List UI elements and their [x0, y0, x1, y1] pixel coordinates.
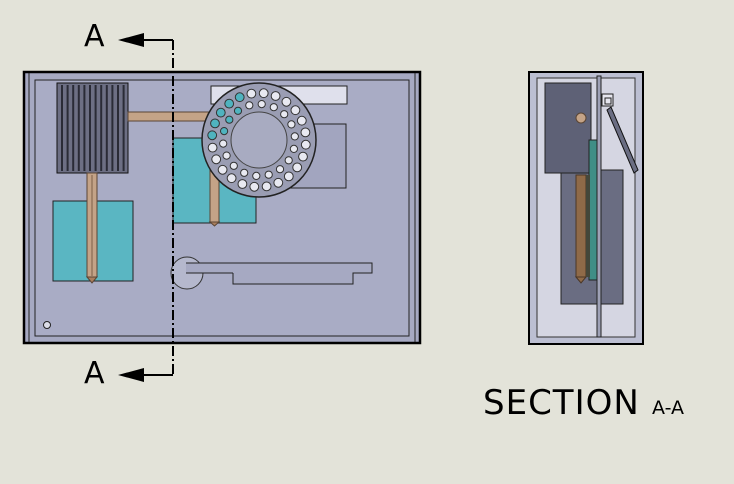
- carousel-outer-hole: [211, 154, 222, 165]
- carousel-outer-hole: [226, 173, 237, 184]
- section-bracket: [601, 93, 614, 107]
- carousel-inner-hole: [275, 165, 285, 174]
- carousel-outer-hole: [261, 181, 272, 192]
- section-title: SECTION: [483, 383, 640, 423]
- carousel-outer-hole: [300, 139, 311, 150]
- carousel-outer-hole: [234, 92, 245, 103]
- carousel-outer-hole: [217, 164, 228, 175]
- carousel-outer-hole: [292, 162, 303, 173]
- carousel-inner-hole: [252, 171, 261, 180]
- carousel-outer-hole: [283, 171, 294, 182]
- carousel-outer-hole: [296, 115, 307, 126]
- section-plate: [596, 75, 602, 338]
- carousel-icon[interactable]: [201, 82, 317, 198]
- carousel-inner-hole: [264, 170, 273, 179]
- front-view[interactable]: [22, 70, 422, 345]
- carousel-inner-hole: [220, 127, 229, 136]
- carousel-inner-hole: [289, 144, 298, 153]
- carousel-outer-hole: [210, 118, 220, 129]
- top-arrow-icon: [118, 33, 144, 47]
- carousel-inner-hole: [240, 168, 249, 177]
- carousel-outer-hole: [224, 98, 235, 109]
- carousel-inner-hole: [219, 139, 228, 148]
- carousel-inner-hole: [225, 115, 234, 124]
- carousel-inner-hole: [287, 120, 296, 129]
- carousel-inner-hole: [245, 101, 254, 110]
- section-bolt-icon: [575, 112, 587, 124]
- carousel-outer-hole: [215, 107, 226, 118]
- carousel-inner-hole: [280, 110, 289, 119]
- copper-pipe-horizontal: [127, 111, 211, 122]
- carousel-outer-hole: [258, 88, 269, 99]
- carousel-outer-hole: [300, 127, 311, 138]
- section-dark-strip: [586, 175, 590, 277]
- carousel-outer-hole: [290, 105, 301, 116]
- section-view[interactable]: [528, 71, 644, 345]
- carousel-inner-hole: [257, 100, 266, 109]
- carousel-inner-hole: [290, 132, 299, 141]
- section-lever: [606, 106, 639, 174]
- section-label-bottom: A: [84, 356, 105, 391]
- carousel-inner-hole: [229, 161, 238, 170]
- section-label-top: A: [84, 19, 105, 54]
- carousel-outer-hole: [246, 88, 257, 99]
- carousel-outer-hole: [270, 91, 281, 101]
- middle-rod-tip: [208, 221, 221, 227]
- carousel-outer-hole: [249, 181, 260, 192]
- carousel-inner-hole: [233, 106, 243, 115]
- carousel-outer-hole: [273, 177, 284, 188]
- heatsink-icon[interactable]: [56, 82, 129, 174]
- screw-icon: [43, 321, 51, 329]
- section-cut-line[interactable]: [118, 33, 174, 382]
- carousel-outer-hole: [237, 179, 248, 189]
- carousel-outer-hole: [281, 96, 292, 107]
- left-rod-tip: [85, 276, 99, 284]
- carousel-inner-hole: [284, 156, 293, 165]
- section-id: A-A: [652, 397, 684, 419]
- carousel-outer-hole: [207, 130, 218, 141]
- section-copper-rod: [575, 174, 587, 278]
- carousel-inner-hole: [222, 151, 231, 160]
- section-upper-block: [544, 82, 592, 174]
- carousel-outer-hole: [207, 142, 218, 153]
- carousel-outer-hole: [298, 151, 308, 162]
- carousel-inner-hole: [269, 103, 278, 112]
- bottom-arrow-icon: [118, 368, 144, 382]
